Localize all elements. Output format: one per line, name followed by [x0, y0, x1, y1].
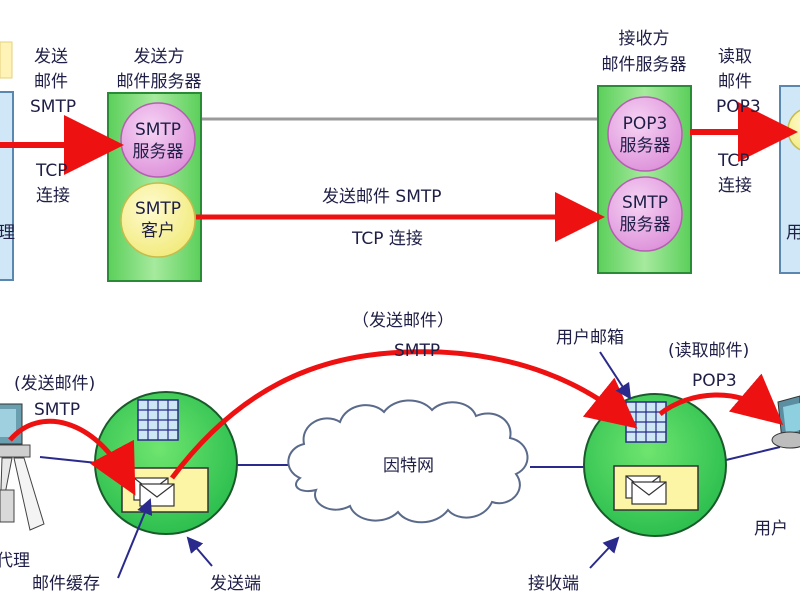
arrow-mailbox-to-user	[658, 373, 784, 426]
left-edge-char: 理	[0, 223, 15, 243]
left-send-label-2: 邮件	[34, 72, 68, 92]
internet-label: 因特网	[383, 456, 434, 476]
pop3-server-text-2: 服务器	[619, 136, 671, 156]
user-right-label: 用户	[754, 519, 788, 539]
receiver-mailbox-grid-icon	[625, 401, 667, 443]
sender-mail-cache-icon	[121, 467, 209, 513]
left-client-box	[0, 91, 14, 281]
pop3-server-circle	[607, 96, 683, 172]
left-tcp-label-2: 连接	[36, 186, 70, 206]
link-receiver-user	[725, 446, 781, 461]
pointer-sender-end	[186, 536, 213, 567]
sender-mailbox-grid-icon	[137, 399, 179, 441]
right-user-pc-icon	[771, 395, 800, 449]
read-mail-label: (读取邮件)	[668, 341, 750, 361]
right-tcp-label-2: 连接	[718, 176, 752, 196]
bottom-left-smtp-label: SMTP	[34, 400, 81, 420]
smtp-server-text-2: 服务器	[132, 142, 184, 162]
receiver-server-title-2: 邮件服务器	[601, 55, 687, 75]
middle-send-label: 发送邮件 SMTP	[322, 187, 442, 207]
mail-cache-label: 邮件缓存	[32, 574, 100, 594]
smtp-server-right-text-1: SMTP	[621, 193, 669, 213]
arrow-sender-to-mailbox	[169, 349, 638, 480]
receiver-server-title-1: 接收方	[618, 29, 670, 49]
left-send-label-3: SMTP	[30, 97, 77, 117]
smtp-client-circle	[120, 182, 196, 258]
right-read-label-1: 读取	[718, 47, 752, 67]
pointer-cache	[117, 498, 153, 579]
arrow-left-to-cache	[8, 418, 136, 496]
sender-server-title-1: 发送方	[133, 47, 185, 67]
pop3-server-text-1: POP3	[622, 114, 668, 134]
smtp-server-text-1: SMTP	[134, 120, 182, 140]
smtp-client-text-2: 客户	[141, 221, 175, 241]
receiver-mail-icon	[613, 465, 699, 511]
sender-end-label: 发送端	[210, 574, 261, 594]
read-pop3-label: POP3	[692, 371, 737, 391]
internet-cloud	[287, 399, 529, 524]
left-top-strip	[0, 41, 13, 79]
middle-tcp-label: TCP 连接	[352, 229, 423, 249]
smtp-client-text-1: SMTP	[134, 199, 182, 219]
mailbox-label: 用户邮箱	[556, 328, 624, 348]
bottom-top-send-label: （发送邮件）	[352, 311, 454, 331]
sender-server-title-2: 邮件服务器	[116, 72, 202, 92]
left-tcp-label-1: TCP	[36, 161, 68, 181]
pointer-mailbox	[599, 351, 632, 400]
smtp-server-right-text-2: 服务器	[619, 215, 671, 235]
right-read-label-3: POP3	[716, 97, 761, 117]
right-read-label-2: 邮件	[718, 72, 752, 92]
receiver-end-label: 接收端	[528, 574, 579, 594]
pointer-receiver-end	[589, 536, 620, 569]
left-send-label-1: 发送	[34, 47, 68, 67]
right-edge-char: 用	[786, 223, 800, 243]
bottom-left-send-label: (发送邮件)	[14, 374, 96, 394]
link-left-user	[39, 456, 98, 464]
agent-label: 代理	[0, 551, 30, 571]
bottom-top-smtp-label: SMTP	[394, 341, 441, 361]
smtp-server-right-circle	[607, 176, 683, 252]
right-tcp-label-1: TCP	[718, 151, 750, 171]
